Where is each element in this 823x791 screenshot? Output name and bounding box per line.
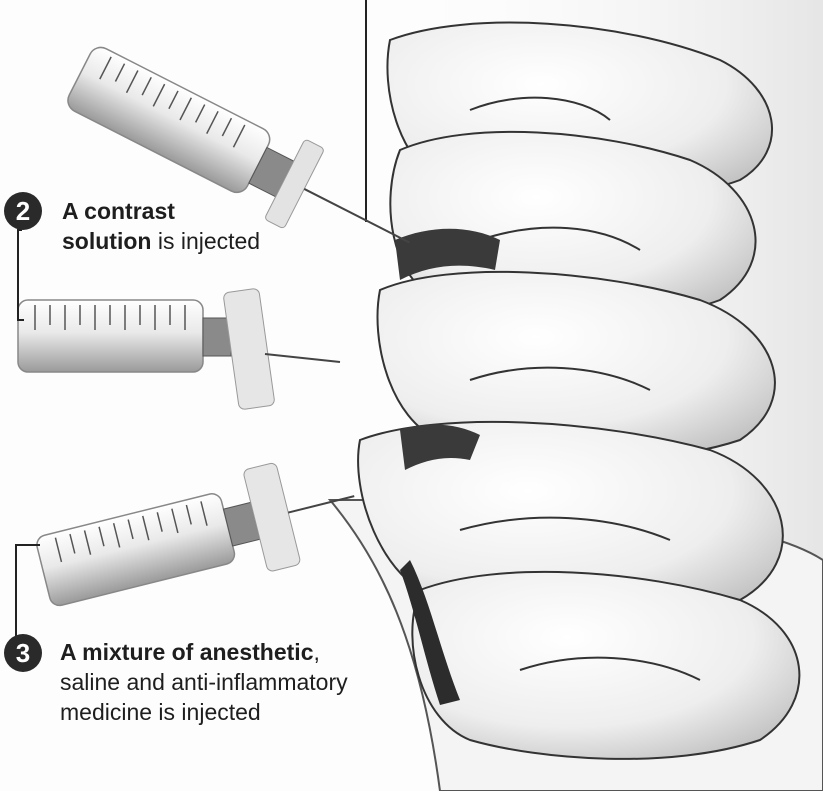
vertebra-5	[412, 572, 799, 759]
step-2-badge: 2	[4, 192, 42, 230]
spine-illustration	[330, 0, 823, 791]
step-3-badge: 3	[4, 634, 42, 672]
syringe-bottom	[31, 446, 367, 625]
step-2-caption: A contrast solution is injected	[62, 196, 262, 256]
step-3-caption: A mixture of anesthetic, saline and anti…	[60, 637, 360, 727]
callout-bracket-3	[16, 545, 40, 640]
step-3-bold-text: A mixture of anesthetic	[60, 639, 313, 665]
syringe-middle	[18, 288, 340, 410]
step-2-text: is injected	[151, 228, 260, 254]
